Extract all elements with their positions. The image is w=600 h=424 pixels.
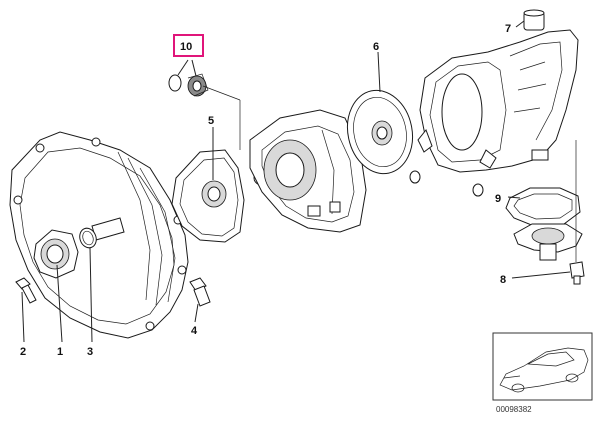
- highlight-box: [173, 34, 204, 57]
- gasket-part-6: [347, 89, 413, 175]
- o-ring-case-2: [472, 183, 484, 197]
- bolt-part-2: [15, 277, 37, 304]
- part-labels: 1 2 3 4 5 6 7 8 9 10: [20, 23, 511, 358]
- plug-screw-part-4: [189, 277, 211, 307]
- pump-gasket-part-5: [171, 149, 245, 243]
- vehicle-thumbnail: 00098382: [492, 332, 593, 414]
- label-8: 8: [500, 274, 506, 286]
- plug-part-7: [523, 9, 545, 31]
- shaft-seal-part-10: [168, 73, 209, 97]
- transmission-case: [417, 29, 579, 173]
- leader-lines: [21, 20, 577, 343]
- o-ring-case: [409, 170, 421, 184]
- label-9: 9: [495, 193, 501, 205]
- label-3: 3: [87, 346, 93, 358]
- gasket-part-9: [505, 187, 581, 227]
- cover-part: [513, 223, 583, 261]
- pump-housing: [249, 109, 367, 233]
- label-7: 7: [505, 23, 511, 35]
- label-6: 6: [373, 41, 379, 53]
- label-2: 2: [20, 346, 26, 358]
- label-5: 5: [208, 115, 214, 127]
- label-1: 1: [57, 346, 63, 358]
- label-4: 4: [191, 325, 198, 337]
- bell-housing-part: [9, 131, 189, 339]
- o-ring-part-3: [79, 227, 97, 249]
- diagram-code: 00098382: [496, 405, 532, 414]
- label-10: 10: [180, 41, 192, 53]
- screw-part-8: [569, 261, 585, 285]
